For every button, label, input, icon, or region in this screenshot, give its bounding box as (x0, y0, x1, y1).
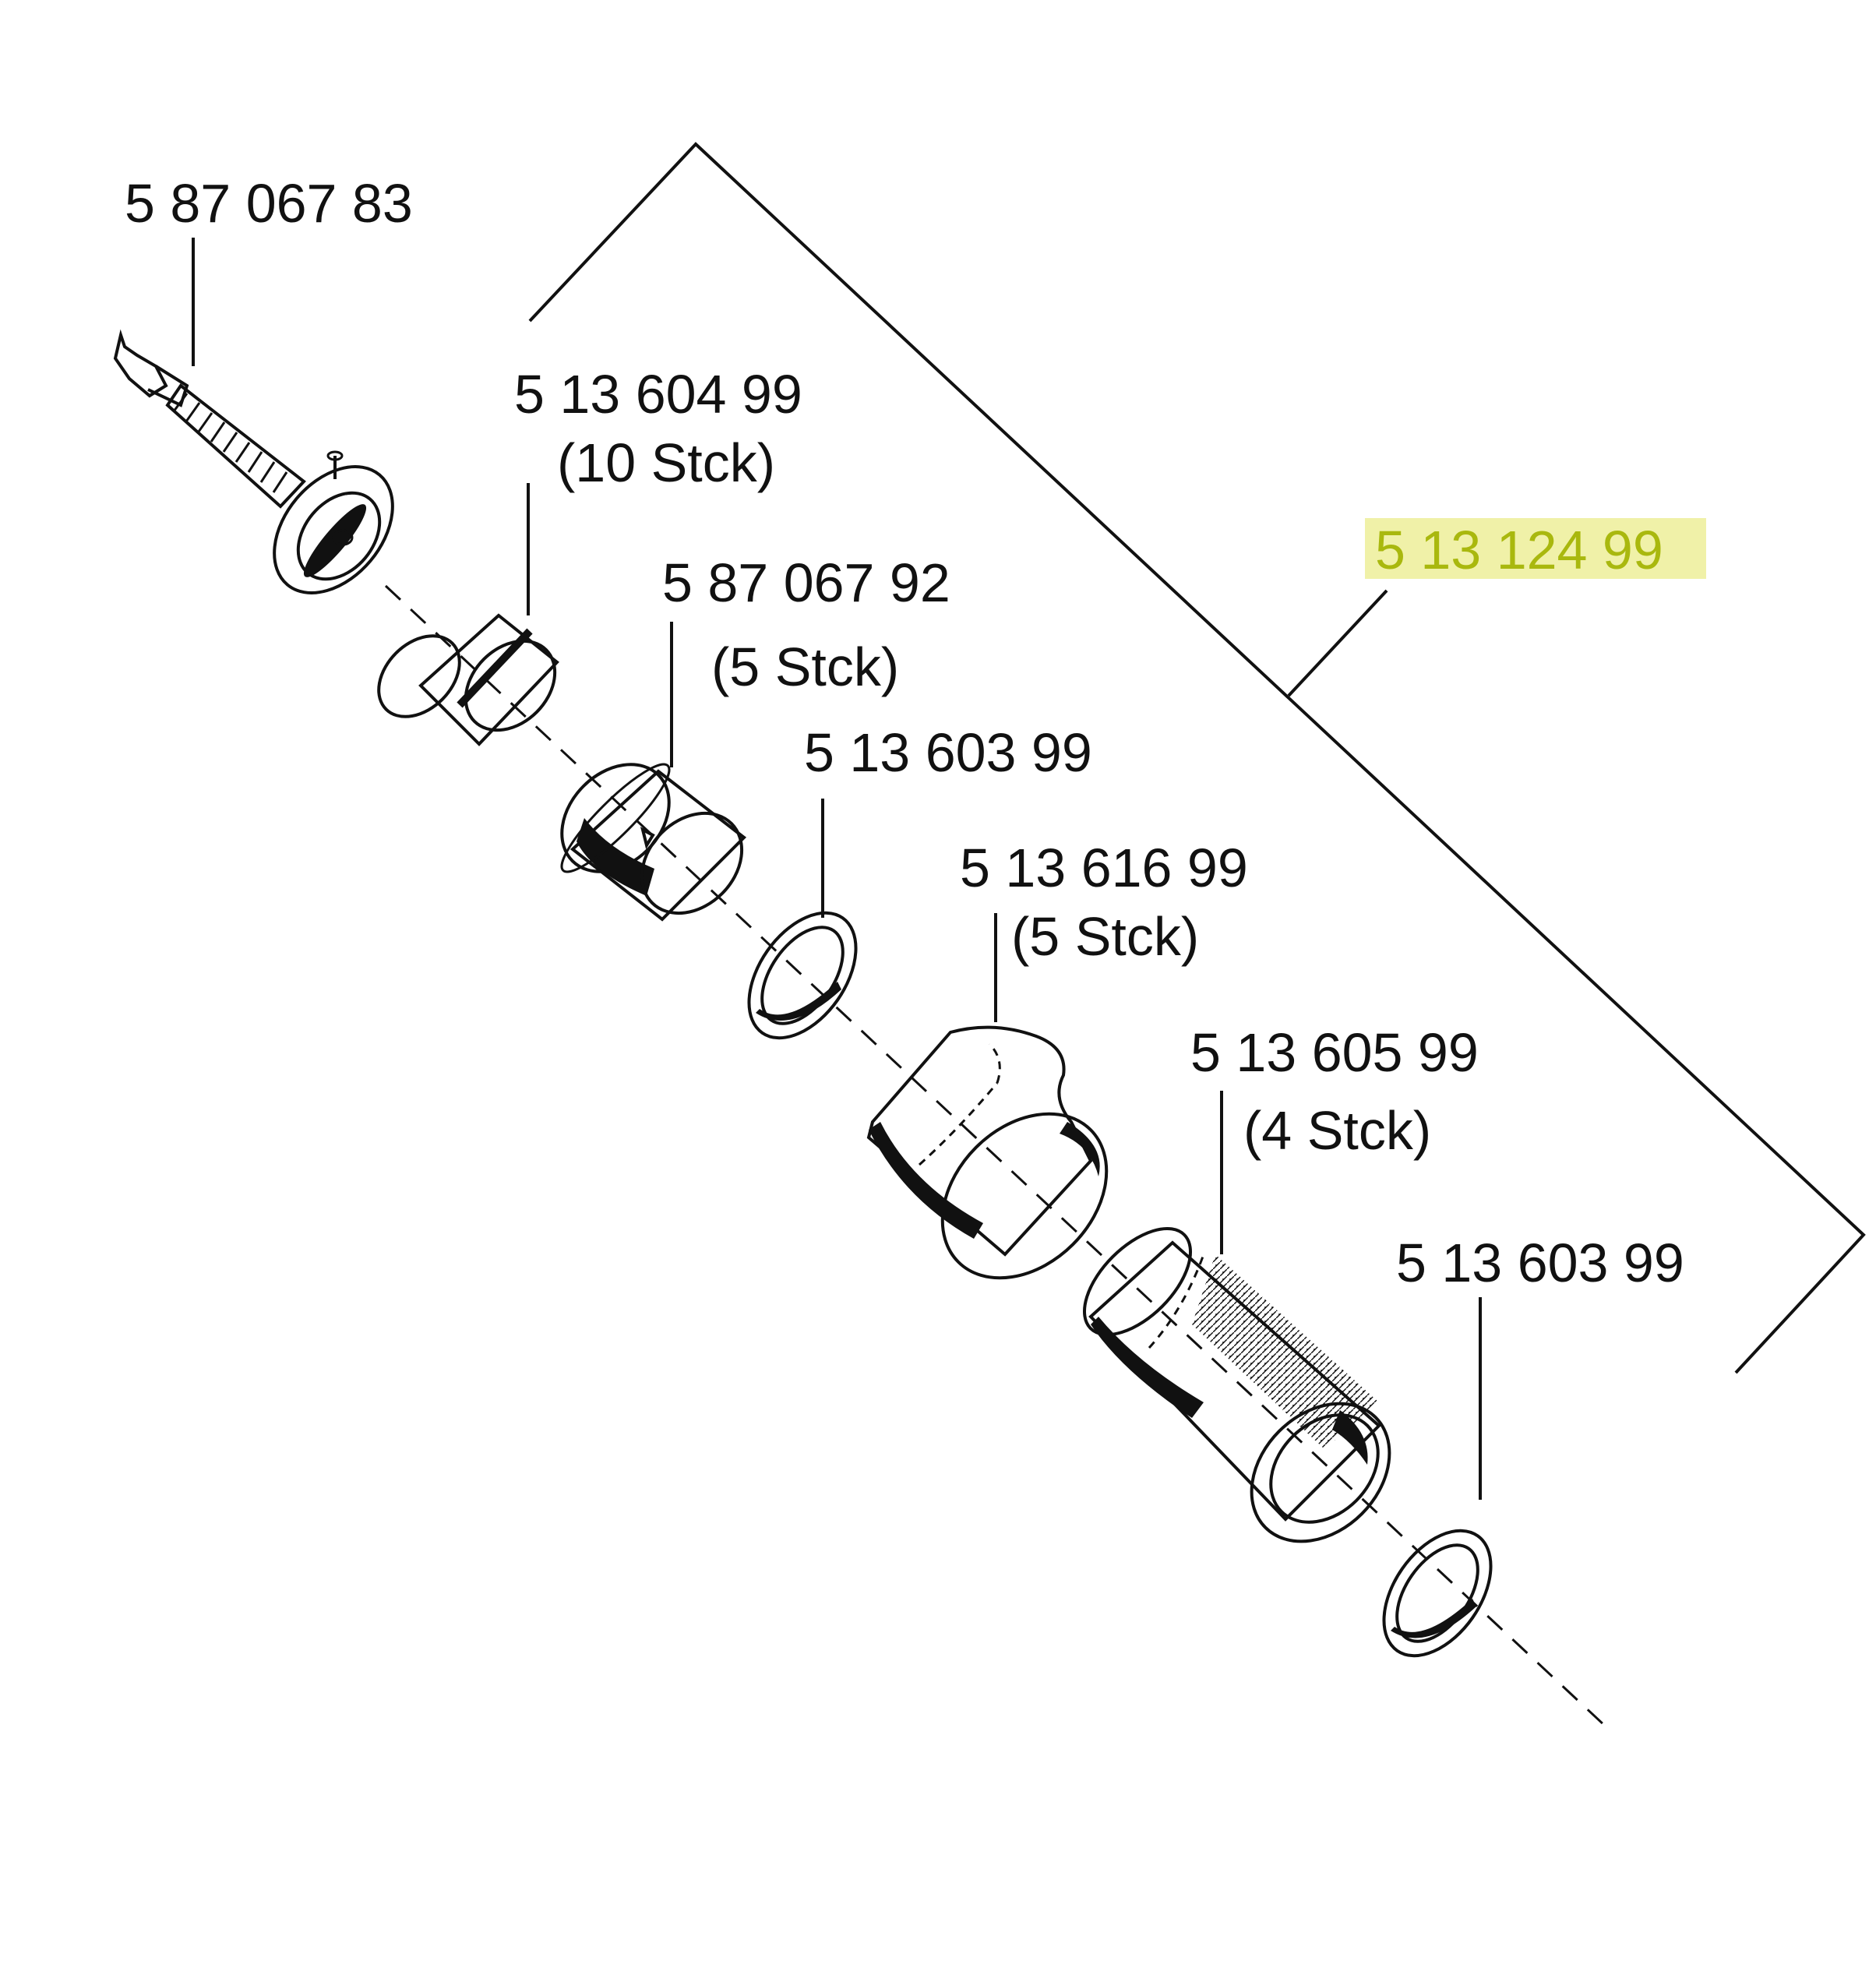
screw-part-number[interactable]: 5 87 067 83 (125, 173, 413, 234)
tube-quantity: (4 Stck) (1243, 1100, 1431, 1161)
sleeve-part-number[interactable]: 5 13 616 99 (960, 838, 1248, 898)
cup-drawing (560, 763, 747, 922)
filter-part-number[interactable]: 5 13 604 99 (514, 364, 802, 425)
screw-drawing (113, 329, 394, 594)
assembly-axis (384, 584, 1606, 1727)
kit-part-number[interactable]: 5 13 124 99 (1375, 520, 1663, 580)
kit-highlight (1365, 518, 1706, 579)
ring-1-drawing (747, 911, 858, 1040)
filter-drawing (377, 613, 559, 746)
cup-quantity: (5 Stck) (711, 637, 899, 697)
ring-1-part-number[interactable]: 5 13 603 99 (804, 722, 1092, 783)
ring-2-drawing (1382, 1529, 1493, 1658)
sleeve-drawing (866, 1025, 1109, 1280)
ring-2-part-number[interactable]: 5 13 603 99 (1396, 1233, 1684, 1293)
tube-drawing (1082, 1226, 1391, 1543)
tube-part-number[interactable]: 5 13 605 99 (1190, 1022, 1479, 1083)
sleeve-quantity: (5 Stck) (1011, 906, 1199, 967)
kit-bracket (528, 142, 1866, 1374)
filter-quantity: (10 Stck) (557, 432, 775, 493)
cup-part-number[interactable]: 5 87 067 92 (662, 552, 950, 613)
leader-lines (192, 238, 1482, 1500)
